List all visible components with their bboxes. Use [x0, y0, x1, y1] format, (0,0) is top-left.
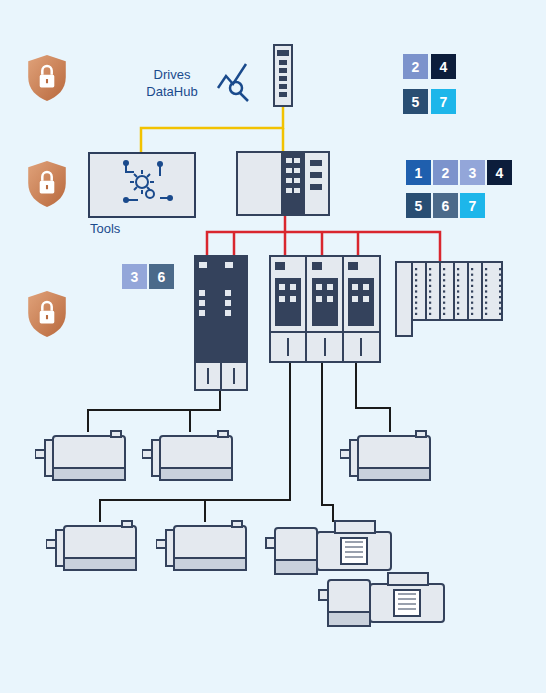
datahub-icon: [218, 64, 248, 101]
callout-number: 5: [412, 94, 420, 110]
security-level-badge: 7: [431, 89, 456, 114]
callout-number: 3: [469, 165, 477, 181]
callout-number: 2: [442, 165, 450, 181]
security-level-badge: 5: [403, 89, 428, 114]
callout-number: 6: [442, 198, 450, 214]
network-switch: [274, 45, 292, 106]
security-shield: [28, 55, 66, 101]
callout-number: 7: [469, 198, 477, 214]
gear-motor: [319, 573, 444, 626]
security-shield: [28, 291, 66, 337]
multi-axis-drive: [270, 256, 380, 362]
servo-motor: [46, 521, 136, 570]
tools-box: [89, 153, 195, 217]
box-label: Tools: [90, 221, 120, 237]
callout-number: 4: [496, 165, 504, 181]
callout-number: 1: [415, 165, 423, 181]
callout-number: 3: [131, 269, 139, 285]
security-level-badge: 5: [406, 193, 431, 218]
security-level-badge: 3: [122, 264, 147, 289]
io-module: [396, 262, 502, 336]
security-level-badge: 7: [460, 193, 485, 218]
security-level-badge: 4: [487, 160, 512, 185]
product-label: Drives DataHub: [134, 66, 210, 100]
gear-motor: [266, 521, 391, 574]
ethernet-line: [141, 106, 283, 152]
callout-number: 2: [412, 59, 420, 75]
callout-number: 6: [158, 269, 166, 285]
security-shield: [28, 161, 66, 207]
callout-number: 4: [440, 59, 448, 75]
servo-motor: [35, 431, 125, 480]
security-level-badge: 4: [431, 54, 456, 79]
security-level-badge: 3: [460, 160, 485, 185]
security-level-badge: 6: [149, 264, 174, 289]
security-level-badge: 1: [406, 160, 431, 185]
security-level-badge: 2: [403, 54, 428, 79]
servo-motor: [340, 431, 430, 480]
servo-motor: [156, 521, 246, 570]
security-level-badge: 2: [433, 160, 458, 185]
security-level-badge: 6: [433, 193, 458, 218]
callout-number: 5: [415, 198, 423, 214]
servo-drive: [195, 256, 247, 390]
tools-box: Tools: [88, 152, 196, 218]
controller: [237, 152, 329, 215]
callout-number: 7: [440, 94, 448, 110]
servo-motor: [142, 431, 232, 480]
